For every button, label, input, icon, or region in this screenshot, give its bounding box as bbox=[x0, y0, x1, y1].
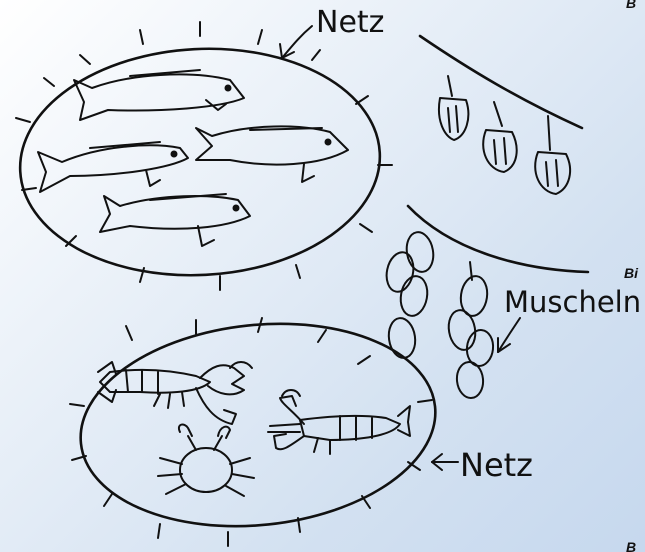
crayfish bbox=[268, 390, 410, 454]
crayfish bbox=[98, 362, 252, 424]
fish bbox=[74, 70, 244, 120]
edge-fragment-bottom: B bbox=[626, 539, 636, 552]
label-net-top: Netz bbox=[280, 5, 384, 58]
fish bbox=[38, 142, 188, 192]
net-bottom-label: Netz bbox=[460, 446, 533, 484]
crab bbox=[158, 425, 254, 496]
mussels-label: Muscheln bbox=[504, 285, 641, 319]
edge-fragment-top: B bbox=[626, 0, 636, 11]
fish bbox=[100, 194, 250, 246]
mussel-line-top bbox=[420, 36, 582, 194]
net-top-label: Netz bbox=[316, 5, 384, 40]
edge-fragment-middle: Bi bbox=[624, 265, 639, 281]
label-net-bottom: Netz bbox=[432, 446, 533, 484]
label-mussels: Muscheln bbox=[498, 285, 641, 352]
fish bbox=[196, 126, 348, 182]
